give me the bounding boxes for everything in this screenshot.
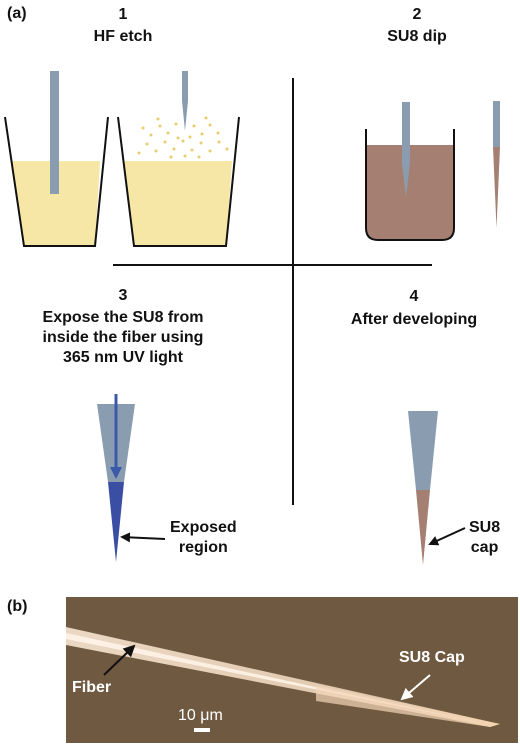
fiber-in-su8 bbox=[402, 102, 410, 197]
fiber-etched bbox=[182, 71, 188, 131]
step-4-title: After developing bbox=[350, 311, 478, 328]
su8-cap-pointer bbox=[428, 527, 466, 546]
exposed-label-line-1: Exposed bbox=[170, 519, 237, 536]
developed-tip bbox=[408, 411, 438, 565]
panel-b-tag: (b) bbox=[7, 598, 28, 615]
fiber-label: Fiber bbox=[72, 679, 112, 696]
exposed-label-line-2: region bbox=[178, 539, 228, 556]
su8-cap-region bbox=[316, 685, 500, 727]
exposed-region-label: Exposed region bbox=[170, 518, 237, 558]
scale-bar-label: 10 μm bbox=[178, 707, 223, 724]
uv-exposed-tip bbox=[97, 394, 135, 562]
etch-bubbles bbox=[137, 116, 229, 159]
su8-cap-label: SU8 cap bbox=[469, 518, 500, 558]
scale-bar bbox=[194, 728, 210, 732]
step-2-title: SU8 dip bbox=[387, 28, 447, 45]
fiber-pointer bbox=[103, 644, 136, 676]
step-1-number: 1 bbox=[118, 6, 128, 23]
su8-cap-micro-pointer bbox=[400, 674, 431, 701]
exposed-region-pointer bbox=[120, 532, 166, 543]
su8-cap-label-line-1: SU8 bbox=[469, 519, 501, 536]
fiber-micrograph: Fiber SU8 Cap 10 μm bbox=[66, 597, 518, 743]
su8-coated-tip bbox=[493, 101, 500, 228]
process-schematic bbox=[4, 71, 500, 565]
su8-cap-micro-label: SU8 Cap bbox=[399, 649, 465, 666]
step-3-title: Expose the SU8 from inside the fiber usi… bbox=[43, 308, 204, 368]
step-3-title-line-2: inside the fiber using bbox=[42, 329, 204, 346]
panel-a-tag: (a) bbox=[7, 5, 27, 22]
step-4-number: 4 bbox=[409, 288, 419, 305]
su8-bath bbox=[365, 102, 455, 241]
step-3-title-line-1: Expose the SU8 from bbox=[42, 309, 204, 326]
su8-cap-label-line-2: cap bbox=[470, 539, 499, 556]
step-1-title: HF etch bbox=[93, 28, 153, 45]
fiber-1 bbox=[50, 71, 59, 194]
micrograph-drawing bbox=[66, 627, 500, 732]
step-2-number: 2 bbox=[412, 6, 422, 23]
beaker-2 bbox=[117, 71, 240, 247]
beaker-1 bbox=[4, 71, 109, 247]
step-3-number: 3 bbox=[118, 287, 128, 304]
step-3-title-line-3: 365 nm UV light bbox=[62, 349, 184, 366]
